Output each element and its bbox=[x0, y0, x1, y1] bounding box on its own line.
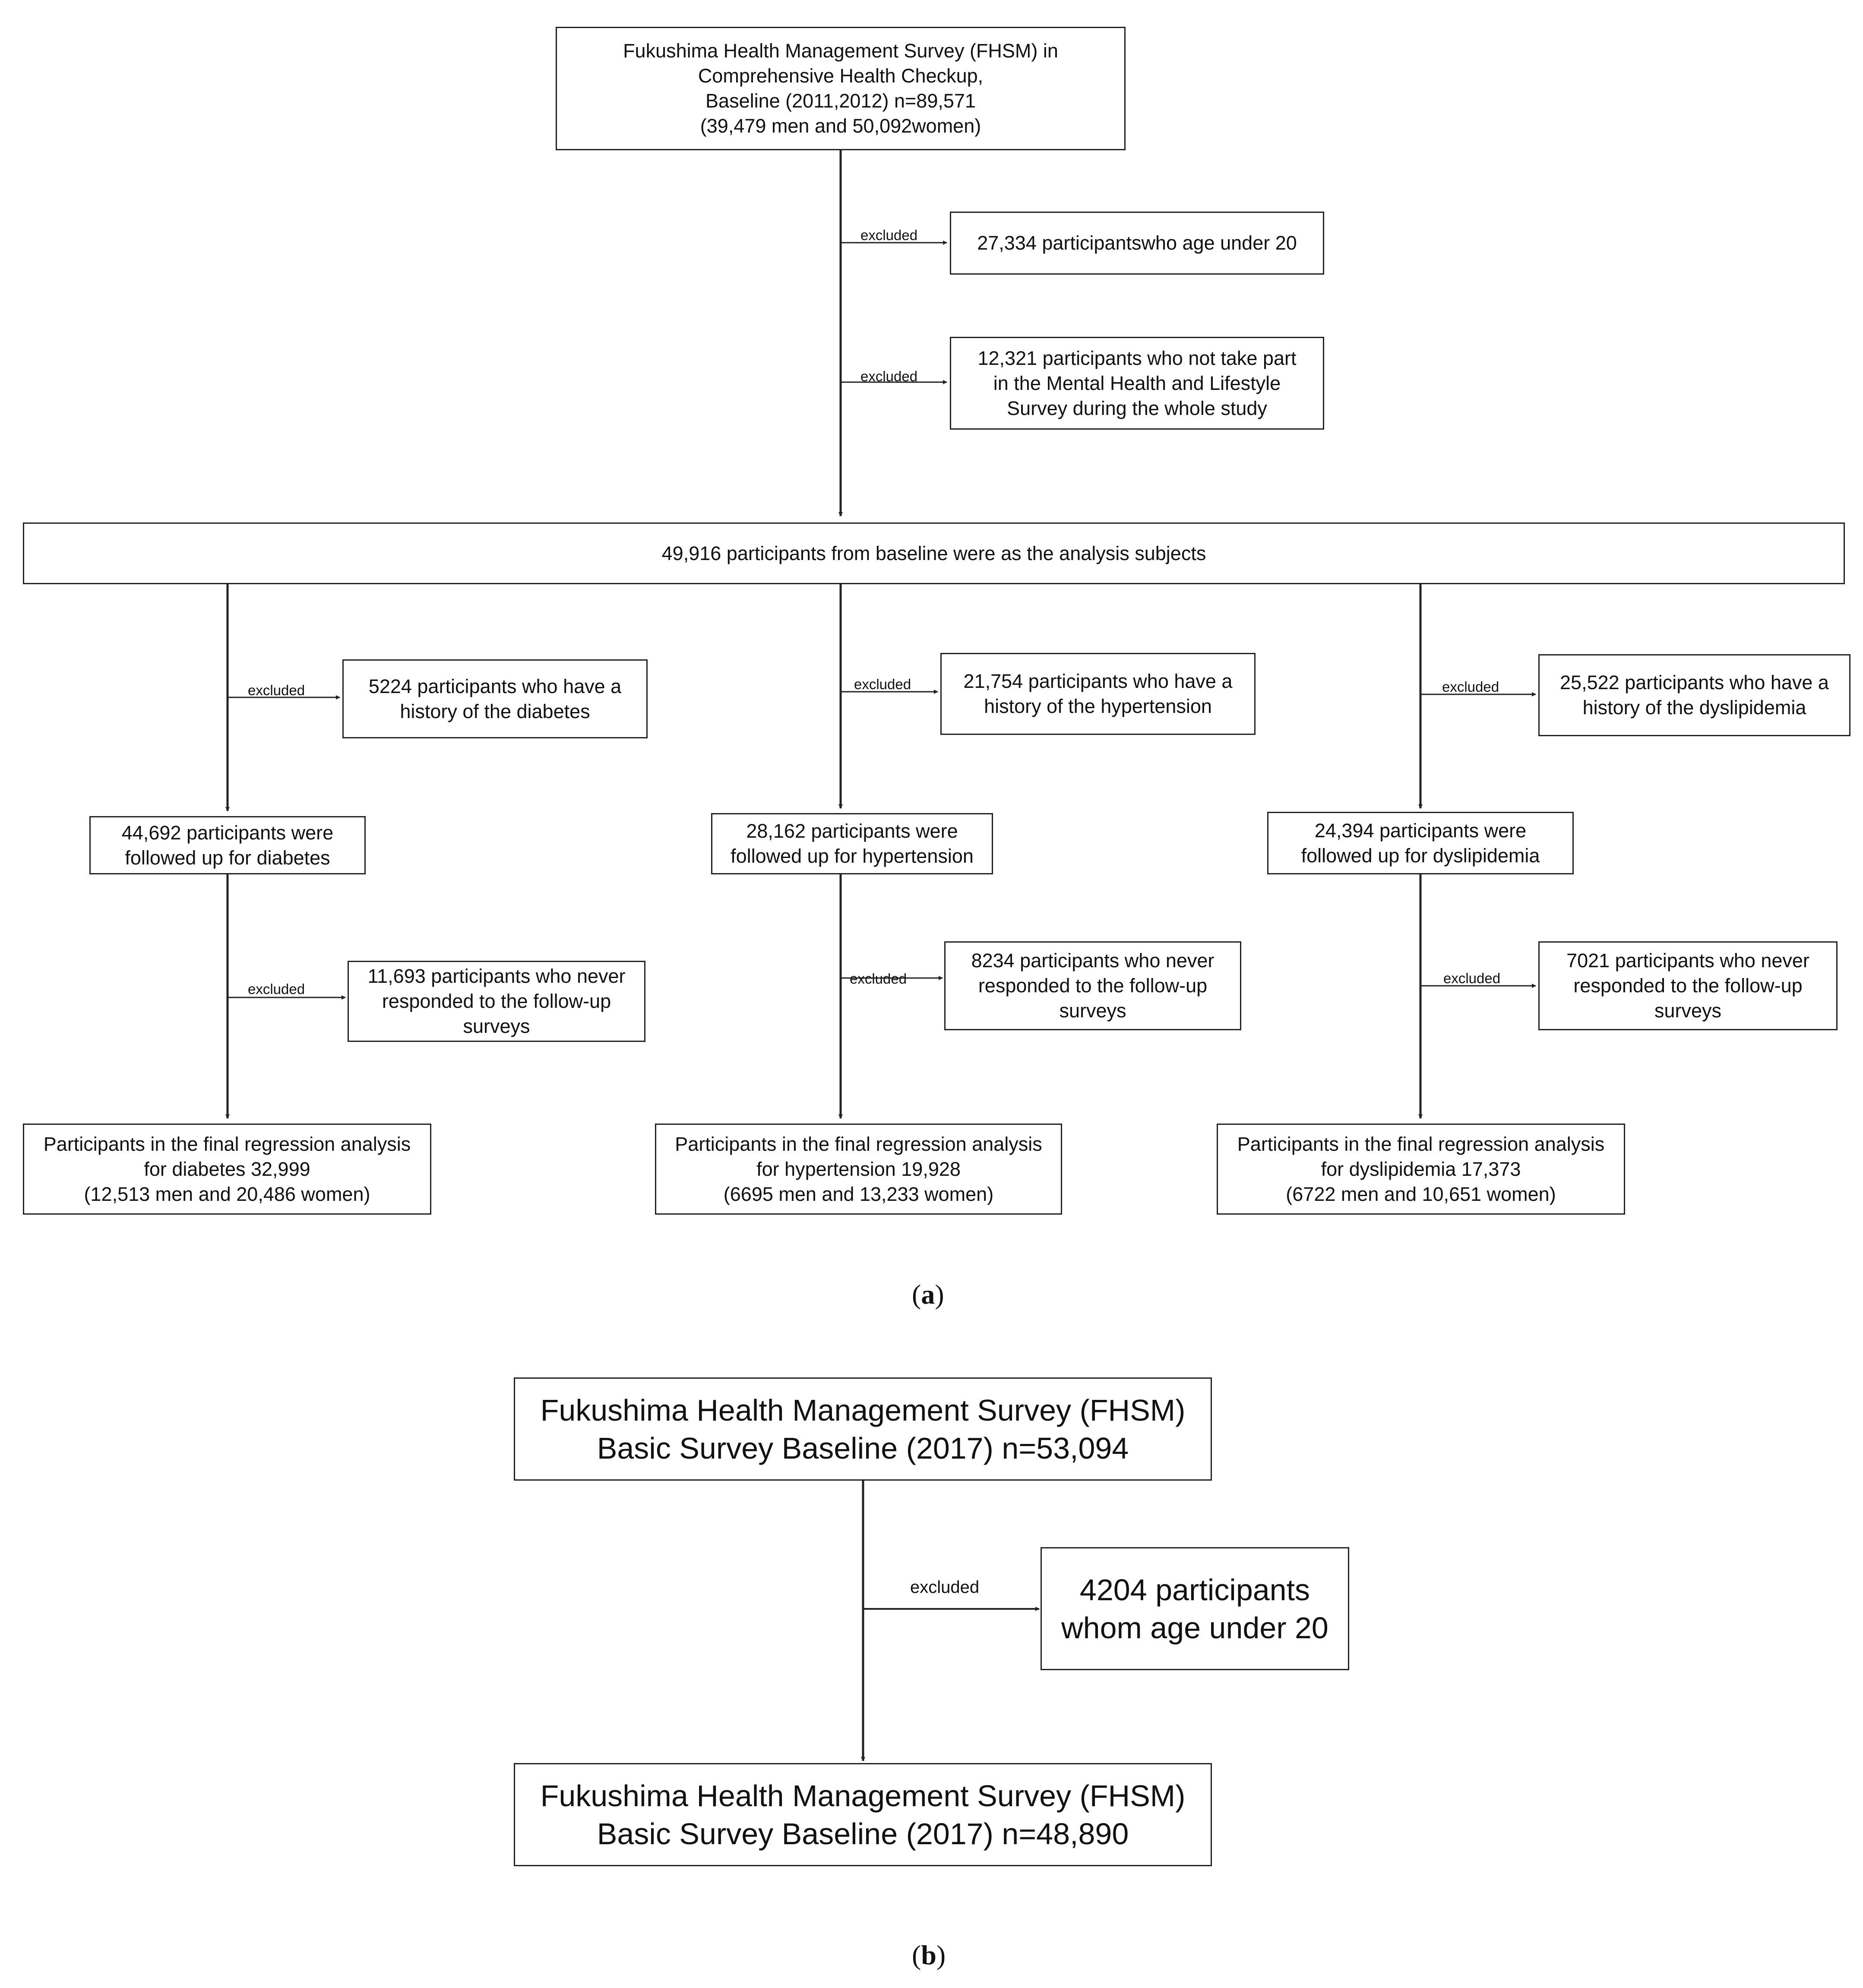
hyp-never-box: 8234 participants who never responded to… bbox=[944, 941, 1241, 1030]
diab-final-line: Participants in the final regression ana… bbox=[43, 1133, 411, 1155]
panel-label-letter: b bbox=[921, 1940, 936, 1970]
diab-final-line: for diabetes 32,999 bbox=[144, 1158, 310, 1180]
hyp-final-line: for hypertension 19,928 bbox=[756, 1158, 961, 1180]
top-box-line: Baseline (2011,2012) n=89,571 bbox=[705, 90, 976, 112]
dys-final-box: Participants in the final regression ana… bbox=[1217, 1124, 1625, 1215]
panel-label-paren: ) bbox=[935, 1279, 944, 1310]
excluded-label: excluded bbox=[860, 227, 918, 243]
b-bottom-line: Basic Survey Baseline (2017) n=48,890 bbox=[597, 1817, 1129, 1851]
excluded-label: excluded bbox=[1442, 679, 1499, 695]
panel-label-paren: ) bbox=[936, 1940, 946, 1970]
dys-history-line: history of the dyslipidemia bbox=[1582, 696, 1806, 719]
excluded-label: excluded bbox=[910, 1578, 980, 1597]
excluded-label: excluded bbox=[850, 971, 907, 987]
diab-never-line: surveys bbox=[463, 1015, 530, 1037]
diab-followed-box: 44,692 participants were followed up for… bbox=[89, 816, 366, 874]
analysis-subjects-box: 49,916 participants from baseline were a… bbox=[23, 522, 1845, 584]
hyp-followed-line: 28,162 participants were bbox=[746, 820, 958, 842]
excluded-label: excluded bbox=[860, 368, 918, 384]
excluded-label: excluded bbox=[1443, 970, 1501, 986]
excl-mental-line: Survey during the whole study bbox=[1007, 397, 1267, 419]
diab-final-line: (12,513 men and 20,486 women) bbox=[84, 1183, 370, 1205]
panel-label-paren: ( bbox=[912, 1279, 921, 1310]
top-box-line: (39,479 men and 50,092women) bbox=[700, 115, 981, 137]
b-excl-line: whom age under 20 bbox=[1061, 1611, 1328, 1645]
excl-mental-line: 12,321 participants who not take part bbox=[977, 347, 1297, 369]
hyp-never-line: 8234 participants who never bbox=[971, 950, 1215, 972]
b-bottom-box: Fukushima Health Management Survey (FHSM… bbox=[514, 1763, 1212, 1866]
excl-mental-line: in the Mental Health and Lifestyle bbox=[993, 372, 1281, 394]
b-bottom-line: Fukushima Health Management Survey (FHSM… bbox=[540, 1779, 1186, 1813]
b-top-box: Fukushima Health Management Survey (FHSM… bbox=[514, 1377, 1212, 1481]
diab-never-line: 11,693 participants who never bbox=[367, 965, 626, 987]
hyp-history-box: 21,754 participants who have a history o… bbox=[940, 653, 1256, 735]
diab-history-line: history of the diabetes bbox=[400, 700, 590, 722]
hyp-history-line: history of the hypertension bbox=[984, 695, 1212, 717]
hyp-never-line: surveys bbox=[1059, 1000, 1126, 1022]
dys-followed-box: 24,394 participants were followed up for… bbox=[1267, 812, 1574, 874]
hyp-history-line: 21,754 participants who have a bbox=[963, 670, 1233, 692]
panel-label-b: (b) bbox=[912, 1939, 946, 1972]
diab-history-box: 5224 participants who have a history of … bbox=[342, 659, 648, 738]
analysis-subjects-text: 49,916 participants from baseline were a… bbox=[661, 542, 1206, 564]
top-box-line: Fukushima Health Management Survey (FHSM… bbox=[623, 40, 1058, 62]
dys-never-box: 7021 participants who never responded to… bbox=[1538, 941, 1838, 1030]
hyp-final-line: Participants in the final regression ana… bbox=[675, 1133, 1042, 1155]
dys-never-line: surveys bbox=[1654, 1000, 1722, 1022]
panel-label-a: (a) bbox=[912, 1278, 944, 1311]
dys-followed-line: 24,394 participants were bbox=[1314, 819, 1527, 842]
excl-age-box: 27,334 participantswho age under 20 bbox=[950, 212, 1324, 275]
diab-followed-line: followed up for diabetes bbox=[125, 846, 330, 869]
hyp-followed-box: 28,162 participants were followed up for… bbox=[711, 813, 993, 874]
dys-final-line: (6722 men and 10,651 women) bbox=[1286, 1183, 1556, 1205]
dys-history-box: 25,522 participants who have a history o… bbox=[1538, 654, 1850, 736]
diab-never-box: 11,693 participants who never responded … bbox=[348, 961, 645, 1042]
b-excl-line: 4204 participants bbox=[1079, 1573, 1310, 1607]
panel-label-paren: ( bbox=[912, 1940, 921, 1970]
excl-age-text: 27,334 participantswho age under 20 bbox=[977, 232, 1297, 254]
diab-final-box: Participants in the final regression ana… bbox=[23, 1124, 431, 1215]
diab-never-line: responded to the follow-up bbox=[382, 990, 611, 1012]
hyp-final-line: (6695 men and 13,233 women) bbox=[723, 1183, 994, 1205]
dys-history-line: 25,522 participants who have a bbox=[1560, 671, 1829, 693]
diab-history-line: 5224 participants who have a bbox=[368, 675, 622, 697]
excluded-label: excluded bbox=[854, 676, 911, 692]
b-top-line: Fukushima Health Management Survey (FHSM… bbox=[540, 1393, 1186, 1427]
hyp-never-line: responded to the follow-up bbox=[978, 975, 1208, 997]
dys-never-line: 7021 participants who never bbox=[1566, 950, 1809, 972]
panel-label-letter: a bbox=[921, 1279, 935, 1310]
b-excl-box: 4204 participants whom age under 20 bbox=[1041, 1547, 1349, 1670]
dys-final-line: Participants in the final regression ana… bbox=[1237, 1133, 1605, 1155]
excl-mental-box: 12,321 participants who not take part in… bbox=[950, 337, 1324, 430]
top-box-fhsm-baseline: Fukushima Health Management Survey (FHSM… bbox=[556, 27, 1126, 150]
excluded-label: excluded bbox=[248, 682, 305, 698]
b-top-line: Basic Survey Baseline (2017) n=53,094 bbox=[597, 1431, 1129, 1465]
dys-followed-line: followed up for dyslipidemia bbox=[1301, 844, 1540, 867]
top-box-line: Comprehensive Health Checkup, bbox=[698, 65, 984, 87]
hyp-final-box: Participants in the final regression ana… bbox=[655, 1124, 1062, 1215]
diab-followed-line: 44,692 participants were bbox=[121, 821, 334, 844]
dys-never-line: responded to the follow-up bbox=[1573, 975, 1803, 997]
hyp-followed-line: followed up for hypertension bbox=[731, 845, 974, 867]
dys-final-line: for dyslipidemia 17,373 bbox=[1321, 1158, 1521, 1180]
excluded-label: excluded bbox=[248, 981, 305, 997]
